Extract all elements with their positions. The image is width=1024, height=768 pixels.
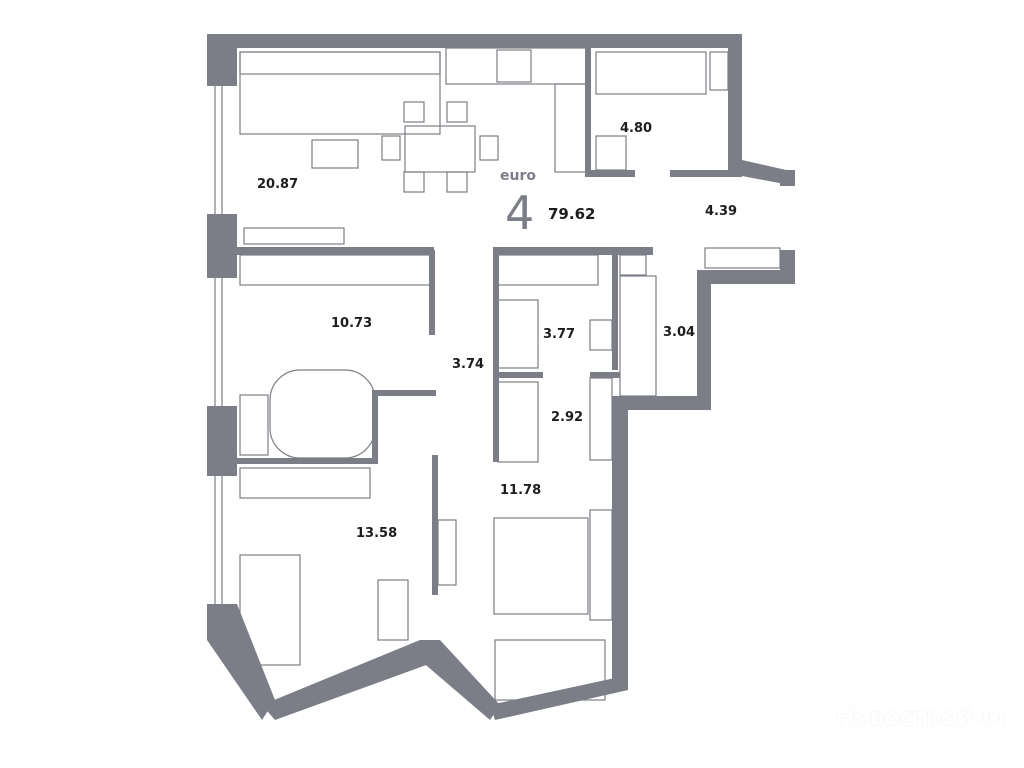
room-area-bedroom-1: 10.73	[331, 316, 373, 331]
room-area-bathroom-2: 3.77	[543, 327, 576, 342]
room-area-corridor: 3.74	[452, 357, 485, 372]
plan-class-label: euro	[500, 168, 536, 184]
room-area-wardrobe-1: 3.04	[663, 325, 696, 340]
room-area-wardrobe-2: 2.92	[551, 410, 584, 425]
room-area-bedroom-3: 11.78	[500, 483, 542, 498]
furniture	[214, 47, 781, 701]
room-area-hall: 4.39	[705, 204, 738, 219]
total-area: 79.62	[548, 205, 596, 223]
rooms-count: 4	[505, 186, 535, 240]
room-area-bedroom-2: 13.58	[356, 526, 398, 541]
room-area-bathroom-1: 4.80	[620, 121, 653, 136]
room-area-living-kitchen: 20.87	[257, 177, 299, 192]
watermark: Новострой-М	[835, 703, 1006, 731]
walls	[207, 34, 795, 720]
